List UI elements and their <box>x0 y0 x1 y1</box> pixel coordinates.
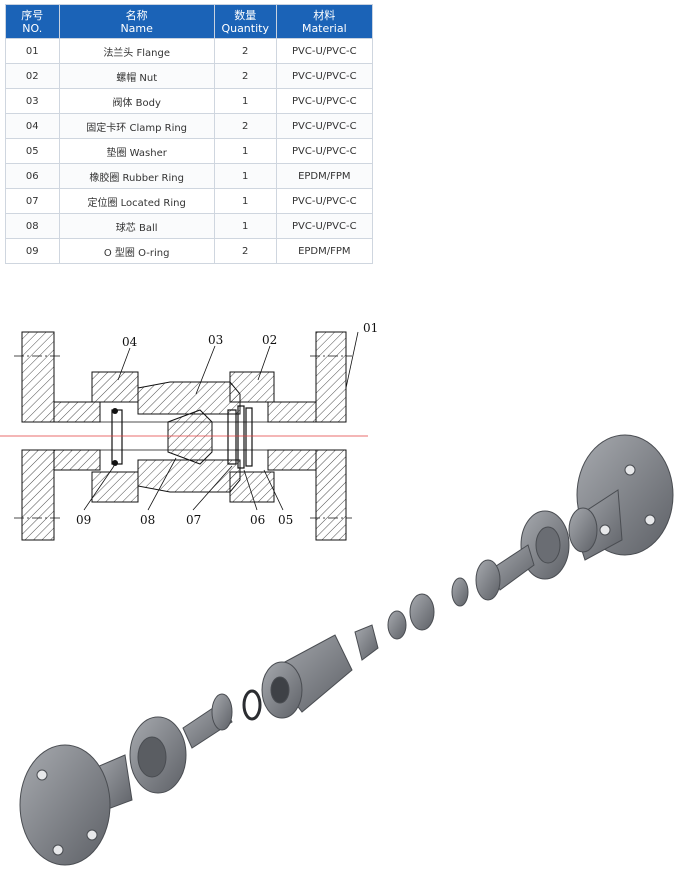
located-ring-part <box>354 624 379 661</box>
cross-section-drawing: 01 02 03 04 05 06 07 08 09 <box>0 321 378 541</box>
callout-08: 08 <box>140 513 155 527</box>
right-nut-part <box>520 510 570 580</box>
callout-09: 09 <box>76 513 91 527</box>
cell-name: 橡胶圈 Rubber Ring <box>58 163 215 189</box>
rubber-ring-part <box>387 610 407 640</box>
located-ring <box>227 409 237 465</box>
washer <box>245 407 253 467</box>
cell-no: 03 <box>5 88 60 114</box>
rubber-ring <box>237 405 245 469</box>
cell-name: 球芯 Ball <box>58 213 215 239</box>
body-top <box>137 381 241 415</box>
cell-material: PVC-U/PVC-C <box>275 213 374 239</box>
cell-qty: 1 <box>213 188 277 214</box>
cell-no: 06 <box>5 163 60 189</box>
callout-03: 03 <box>208 333 223 347</box>
cell-material: PVC-U/PVC-C <box>275 113 374 139</box>
left-spigot-part <box>182 693 233 749</box>
body-part <box>261 634 353 719</box>
cell-name: 定位圈 Located Ring <box>58 188 215 214</box>
left-nut-top <box>91 371 139 403</box>
cell-no: 02 <box>5 63 60 89</box>
right-flange-part <box>568 434 674 561</box>
callout-02: 02 <box>262 333 277 347</box>
left-nut-part <box>129 716 187 794</box>
o-ring-left <box>242 689 262 721</box>
body-bottom <box>137 459 241 493</box>
right-spigot-part <box>475 544 535 601</box>
cell-qty: 2 <box>213 113 277 139</box>
callout-05: 05 <box>278 513 293 527</box>
cell-material: EPDM/FPM <box>275 163 374 189</box>
right-flange-bottom <box>315 449 347 541</box>
cell-material: EPDM/FPM <box>275 238 374 264</box>
washer-part <box>409 593 435 631</box>
cell-qty: 1 <box>213 163 277 189</box>
cell-name: 垫圈 Washer <box>58 138 215 164</box>
callout-06: 06 <box>250 513 265 527</box>
cell-material: PVC-U/PVC-C <box>275 138 374 164</box>
callout-07: 07 <box>186 513 201 527</box>
o-ring-top <box>112 408 118 414</box>
left-flange-top <box>21 331 55 423</box>
right-flange-top <box>315 331 347 423</box>
ball-core <box>167 409 213 465</box>
callout-01: 01 <box>363 321 378 335</box>
cell-name: O 型圈 O-ring <box>58 238 215 264</box>
left-flange-part <box>19 744 133 866</box>
callout-04: 04 <box>122 335 138 349</box>
cell-qty: 2 <box>213 38 277 64</box>
cell-material: PVC-U/PVC-C <box>275 63 374 89</box>
left-flange-bottom <box>21 449 55 541</box>
cell-name: 固定卡环 Clamp Ring <box>58 113 215 139</box>
o-ring-bottom <box>112 460 118 466</box>
cell-no: 01 <box>5 38 60 64</box>
cell-no: 09 <box>5 238 60 264</box>
cell-no: 04 <box>5 113 60 139</box>
cell-name: 螺帽 Nut <box>58 63 215 89</box>
cell-material: PVC-U/PVC-C <box>275 88 374 114</box>
o-ring-right <box>451 577 469 607</box>
cell-qty: 2 <box>213 63 277 89</box>
